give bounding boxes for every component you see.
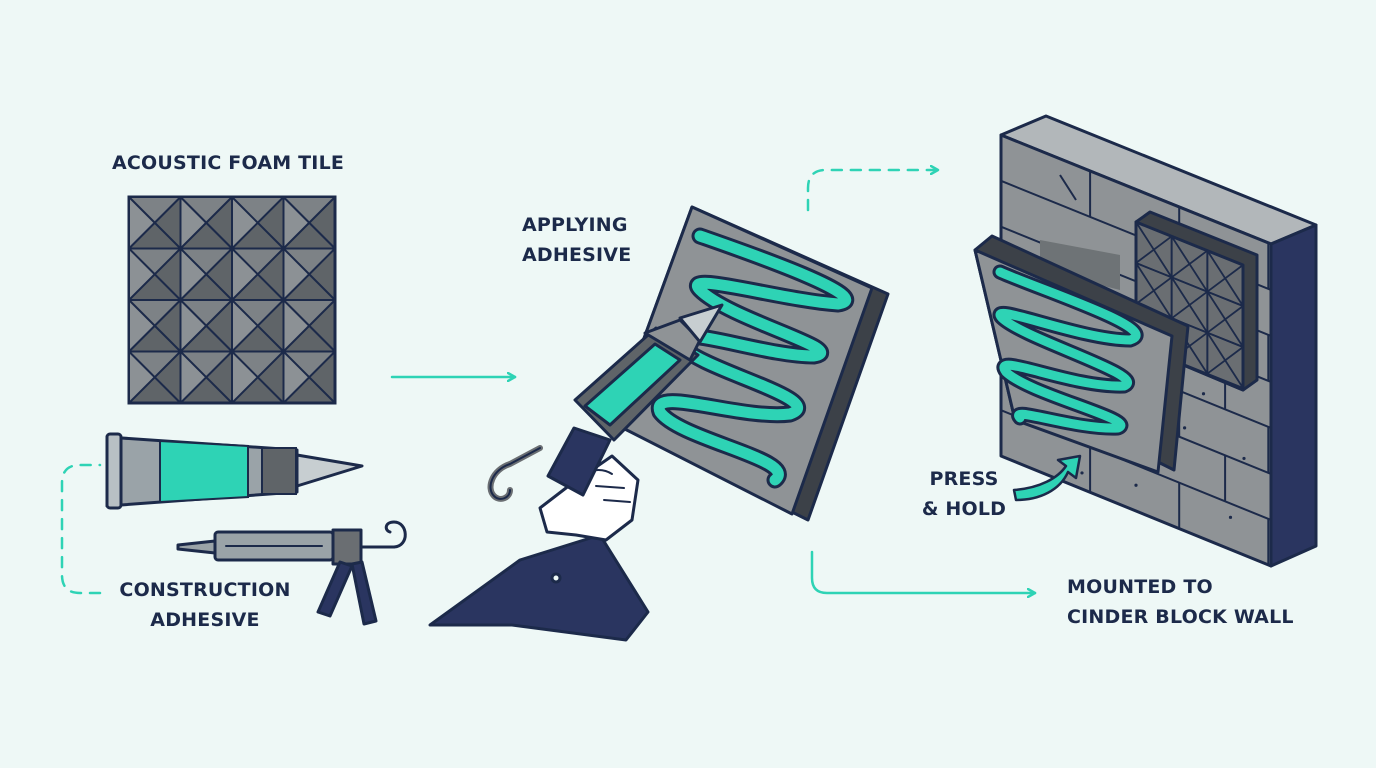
construction-adhesive-line-2: ADHESIVE bbox=[150, 609, 260, 631]
mounted-label: MOUNTED TO CINDER BLOCK WALL bbox=[1067, 572, 1294, 632]
adhesive-tile-icon bbox=[611, 205, 890, 522]
applying-adhesive-label: APPLYING ADHESIVE bbox=[522, 210, 631, 270]
dashed-connector-arrow bbox=[60, 463, 102, 595]
mounted-line-1: MOUNTED TO bbox=[1067, 576, 1213, 598]
foam-tile-icon bbox=[127, 195, 337, 405]
dashed-step-arrow bbox=[806, 170, 940, 212]
adhesive-tube-icon bbox=[105, 432, 364, 510]
step-arrow-2 bbox=[810, 550, 1037, 593]
hand-icon bbox=[428, 303, 724, 642]
construction-adhesive-label: CONSTRUCTION ADHESIVE bbox=[110, 575, 300, 635]
arrow-icon bbox=[60, 170, 1037, 595]
applying-adhesive-line-2: ADHESIVE bbox=[522, 244, 632, 266]
press-arrow-icon bbox=[1012, 454, 1082, 502]
press-hold-label: PRESS & HOLD bbox=[918, 464, 1010, 524]
mounted-line-2: CINDER BLOCK WALL bbox=[1067, 606, 1294, 628]
press-hold-line-1: PRESS bbox=[929, 468, 999, 490]
foam-tile-label: ACOUSTIC FOAM TILE bbox=[112, 152, 345, 174]
applying-adhesive-line-1: APPLYING bbox=[522, 214, 628, 236]
press-hold-line-2: & HOLD bbox=[921, 498, 1007, 520]
pressed-foam-tile bbox=[973, 234, 1190, 474]
construction-adhesive-line-1: CONSTRUCTION bbox=[119, 579, 291, 601]
caulk-gun-icon bbox=[176, 520, 407, 626]
